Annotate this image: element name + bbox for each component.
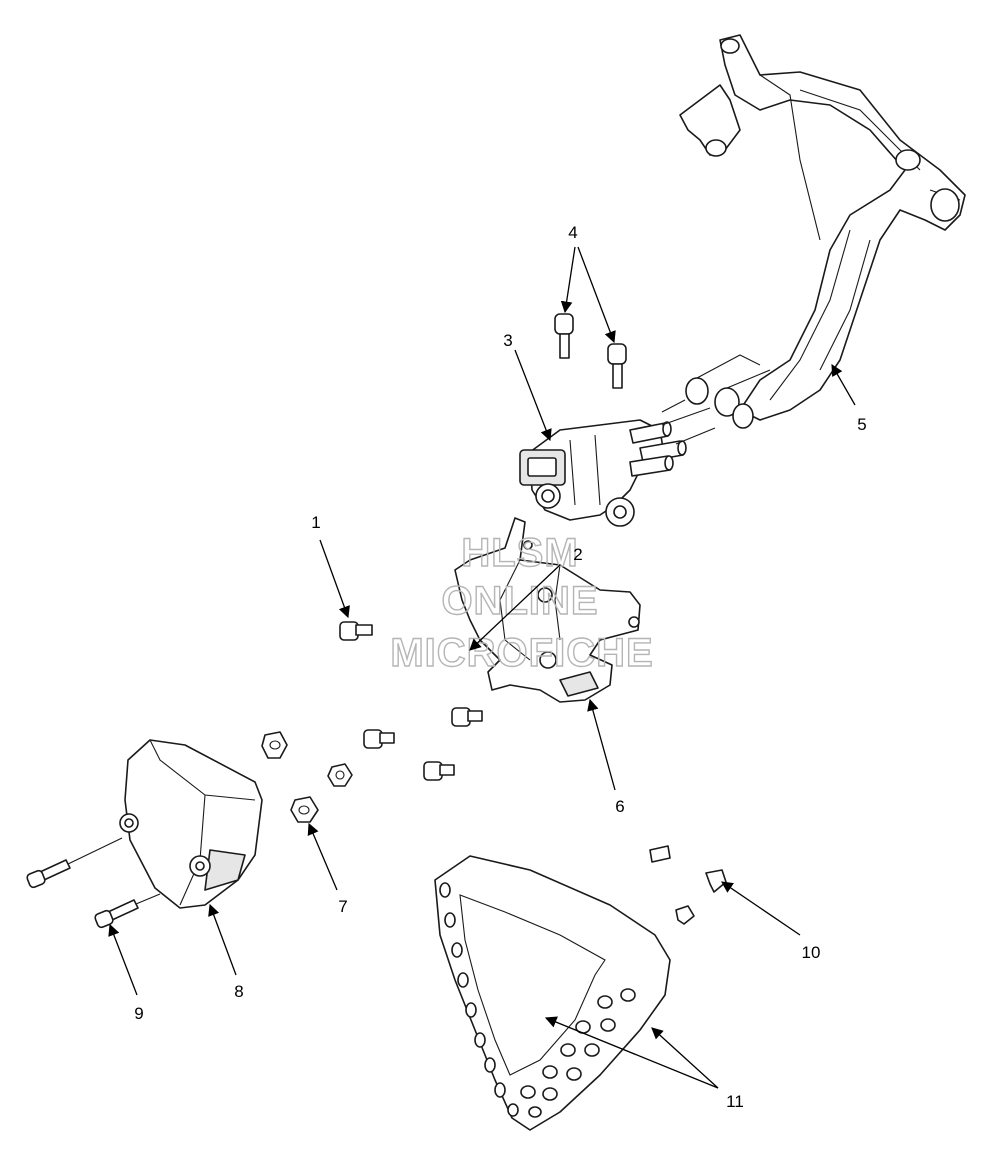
perforated-shield: [434, 855, 671, 1131]
leader-6: [587, 698, 616, 791]
leader-4a: [560, 246, 576, 314]
cover-screws: [26, 837, 161, 929]
leader-4b: [577, 246, 616, 344]
bolt-right: [607, 343, 627, 389]
leader-2: [469, 564, 561, 651]
shield-holes: [439, 882, 636, 1118]
leader-lines: [108, 246, 856, 1089]
cover: [119, 739, 263, 909]
watermark: HLSM ONLINE MICROFICHE: [390, 530, 654, 675]
callout-11: 11: [726, 1092, 744, 1111]
leader-9: [108, 923, 138, 996]
leader-1: [319, 539, 350, 619]
callout-5: 5: [857, 415, 866, 434]
watermark-line-3: MICROFICHE: [390, 631, 653, 675]
leader-8: [208, 903, 237, 976]
watermark-line-1: HLSM: [461, 531, 578, 575]
callout-9: 9: [134, 1004, 143, 1023]
callout-6: 6: [615, 797, 624, 816]
bolt-left: [554, 313, 574, 359]
callout-8: 8: [234, 982, 243, 1001]
clips: [649, 845, 727, 925]
callout-labels: 1 2 3 4 5 6 7 8 9 10 11: [134, 223, 866, 1111]
flange-bolts: [363, 707, 483, 781]
callout-4: 4: [568, 223, 577, 242]
leader-7: [307, 822, 338, 891]
watermark-line-2: ONLINE: [441, 579, 598, 623]
callout-7: 7: [338, 897, 347, 916]
callout-3: 3: [503, 331, 512, 350]
leader-11a: [651, 1027, 719, 1089]
leader-10: [721, 881, 801, 936]
leader-5: [831, 363, 856, 406]
callout-2: 2: [573, 545, 582, 564]
leader-11b: [544, 1016, 719, 1089]
callout-1: 1: [311, 513, 320, 532]
mounting-bracket: [454, 517, 641, 703]
leader-3: [514, 349, 552, 442]
bolts-pair: [554, 313, 627, 389]
hose-assembly: [679, 34, 966, 429]
valve-assembly: [519, 399, 716, 527]
bolt-1: [339, 621, 373, 641]
callout-10: 10: [802, 943, 821, 962]
grommets: [261, 731, 353, 823]
